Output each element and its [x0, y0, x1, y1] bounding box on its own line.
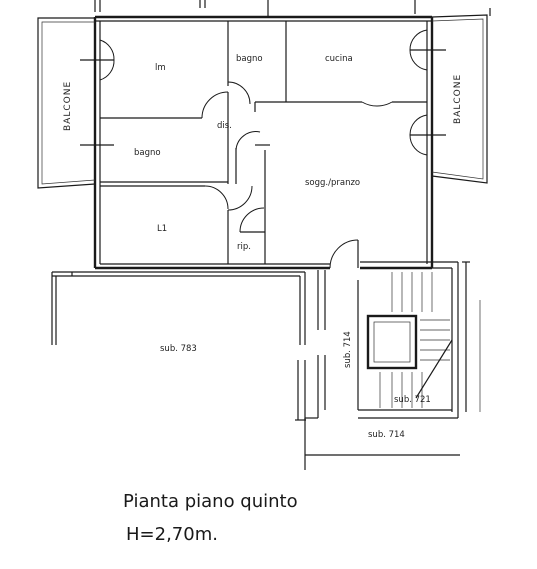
- right-building-edge: [462, 261, 481, 412]
- stairwell: [357, 261, 459, 419]
- label-sub-714-vertical: sub. 714: [343, 331, 353, 368]
- label-bagno-left: bagno: [134, 148, 161, 158]
- label-l1: L1: [157, 224, 167, 234]
- plan-title: Pianta piano quinto: [123, 491, 298, 512]
- label-cucina: cucina: [325, 54, 353, 64]
- label-soggiorno: sogg./pranzo: [305, 178, 360, 188]
- apartment-walls: [93, 15, 434, 270]
- top-edge-fragments: [94, 0, 491, 16]
- label-rip: rip.: [237, 242, 251, 252]
- balcony-right: [431, 14, 488, 184]
- label-sub-714: sub. 714: [368, 430, 405, 440]
- label-dis: dis.: [217, 121, 232, 131]
- label-sub-783: sub. 783: [160, 344, 197, 354]
- label-sub-721: sub. 721: [394, 395, 431, 405]
- door-swings: [80, 29, 446, 269]
- ceiling-height: H=2,70m.: [126, 524, 218, 545]
- lower-unit-walls: [51, 270, 460, 470]
- label-lm: lm: [155, 63, 166, 73]
- label-bagno-top: bagno: [236, 54, 263, 64]
- label-balcone-left: BALCONE: [63, 81, 73, 131]
- balcony-left: [37, 17, 96, 189]
- label-balcone-right: BALCONE: [453, 74, 463, 124]
- interior-walls: [100, 21, 427, 264]
